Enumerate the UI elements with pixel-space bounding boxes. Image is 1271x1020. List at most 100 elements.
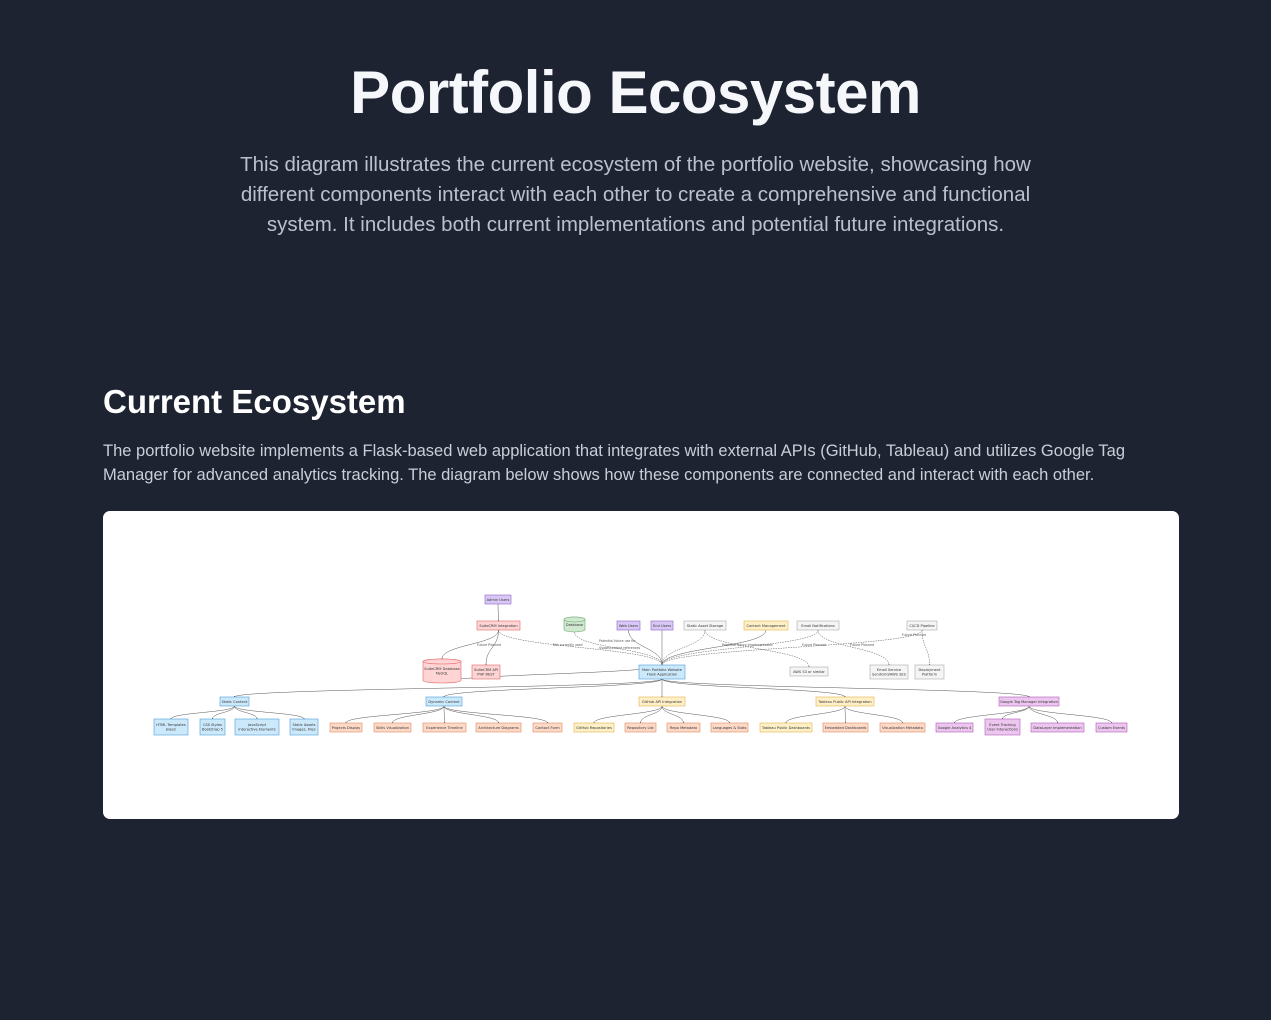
node-label: Static Asset Storage [687, 624, 724, 628]
node-label: Architecture Diagrams [478, 726, 519, 730]
node-label: PHP REST [477, 673, 495, 677]
edge-github-to-repometa [661, 705, 685, 724]
node-admin[interactable]: Admin Users [484, 594, 512, 605]
node-label: JavaScript [247, 723, 267, 727]
edge-crm-to-flask [498, 629, 663, 666]
edge-static-to-js [234, 705, 258, 720]
edge-flask-to-tableau [661, 678, 846, 698]
node-embdash[interactable]: Embedded Dashboards [822, 722, 869, 733]
node-tabdash[interactable]: Tableau Public Dashboards [759, 722, 813, 733]
edge-dynamic-to-contact [443, 705, 549, 724]
node-label: Google Tag Manager Integration [1000, 700, 1058, 704]
edge-label: Future Planned [902, 633, 926, 637]
edge-contentmgmt-to-flask [661, 629, 767, 666]
node-staticstorage[interactable]: Static Asset Storage [683, 620, 727, 631]
edge-label: Future Planned [477, 643, 501, 647]
edge-cicd-to-deploy [921, 629, 931, 666]
edge-label: Usage/content references [599, 646, 640, 650]
edge-tableau-to-vizmeta [844, 705, 904, 724]
node-dynamic[interactable]: Dynamic Content [425, 696, 463, 707]
node-tableau[interactable]: Tableau Public API Integration [815, 696, 875, 707]
node-label: Email Notifications [801, 624, 835, 628]
node-webusers[interactable]: Web Users [616, 620, 641, 631]
node-skills[interactable]: Skills Visualization [373, 722, 412, 733]
node-label: Static Content [222, 700, 248, 704]
hero: Portfolio Ecosystem This diagram illustr… [0, 0, 1271, 240]
node-label: MySQL [436, 672, 448, 676]
node-langstats[interactable]: Languages & Stats [710, 722, 749, 733]
page-title: Portfolio Ecosystem [350, 59, 921, 126]
edge-gtm-to-customevents [1028, 705, 1113, 724]
node-crm[interactable]: SuiteCRM Integration [476, 620, 521, 631]
node-github[interactable]: GitHub API Integration [638, 696, 686, 707]
node-label: Skills Visualization [376, 726, 409, 730]
edge-database-to-flask [574, 631, 663, 666]
node-ga4[interactable]: Google Analytics 4 [935, 722, 974, 733]
edge-label: Potential future implementation [722, 643, 773, 647]
node-archdiag[interactable]: Architecture Diagrams [475, 722, 522, 733]
edge-webusers-to-flask [628, 629, 663, 666]
node-label: Admin Users [487, 598, 510, 602]
node-repolist[interactable]: Repository List [624, 722, 657, 733]
node-label: Tableau Public API Integration [817, 700, 871, 704]
edge-flask-to-dynamic [443, 678, 663, 698]
node-label: Platform [922, 673, 938, 677]
node-label: Main Portfolio Website [642, 668, 683, 672]
node-label: Visualization Metadata [882, 726, 923, 730]
edge-emailnotif-to-emailsvc [817, 629, 890, 666]
node-label: Web Users [619, 624, 638, 628]
node-label: Embedded Dashboards [825, 726, 867, 730]
node-contact[interactable]: Contact Form [532, 722, 563, 733]
edge-crm-to-crmapi [485, 629, 499, 666]
node-label: SuiteCRM Integration [479, 624, 517, 628]
node-label: SuiteCRM Database [424, 667, 460, 671]
node-database[interactable]: Database [563, 616, 586, 633]
edge-label: Not currently used [553, 643, 583, 647]
node-timeline[interactable]: Experience Timeline [422, 722, 467, 733]
node-vizmeta[interactable]: Visualization Metadata [879, 722, 926, 733]
node-projects[interactable]: Projects Display [329, 722, 363, 733]
edge-tableau-to-embdash [844, 705, 847, 724]
edge-dynamic-to-timeline [443, 705, 446, 724]
node-label: Images, Files [292, 728, 315, 732]
node-datalayer[interactable]: DataLayer Implementation [1030, 722, 1085, 733]
node-label: SendGrid/AWS SES [872, 673, 907, 677]
node-endusers[interactable]: End Users [650, 620, 674, 631]
node-cicd[interactable]: CI/CD Pipeline [906, 620, 938, 631]
node-label: Database [566, 623, 584, 627]
section-heading: Current Ecosystem [103, 383, 406, 420]
node-static[interactable]: Static Content [219, 696, 250, 707]
node-label: Deployment [919, 668, 942, 672]
edge-label: Future Planned [802, 643, 826, 647]
edge-gtm-to-datalayer [1028, 705, 1059, 724]
node-customevents[interactable]: Custom Events [1095, 722, 1128, 733]
node-label: Languages & Stats [713, 726, 747, 730]
node-gtm[interactable]: Google Tag Manager Integration [998, 696, 1060, 707]
node-label: Flask Application [647, 673, 677, 677]
node-emailnotif[interactable]: Email Notifications [796, 620, 840, 631]
node-label: GitHub API Integration [642, 700, 682, 704]
node-label: CSS Styles [203, 723, 222, 727]
edge-admin-to-crm [497, 603, 500, 622]
edge-crm-to-crmdb [441, 629, 499, 660]
node-contentmgmt[interactable]: Content Management [743, 620, 789, 631]
edge-github-to-repolist [639, 705, 663, 724]
node-ghrepos[interactable]: GitHub Repositories [573, 722, 615, 733]
edge-cicd-to-flask [661, 629, 923, 666]
edge-staticstorage-to-flask [661, 629, 706, 666]
node-label: User Interactions [987, 728, 1018, 732]
node-repometa[interactable]: Repo Metadata [666, 722, 701, 733]
node-aws[interactable]: AWS S3 or similar [789, 666, 829, 677]
